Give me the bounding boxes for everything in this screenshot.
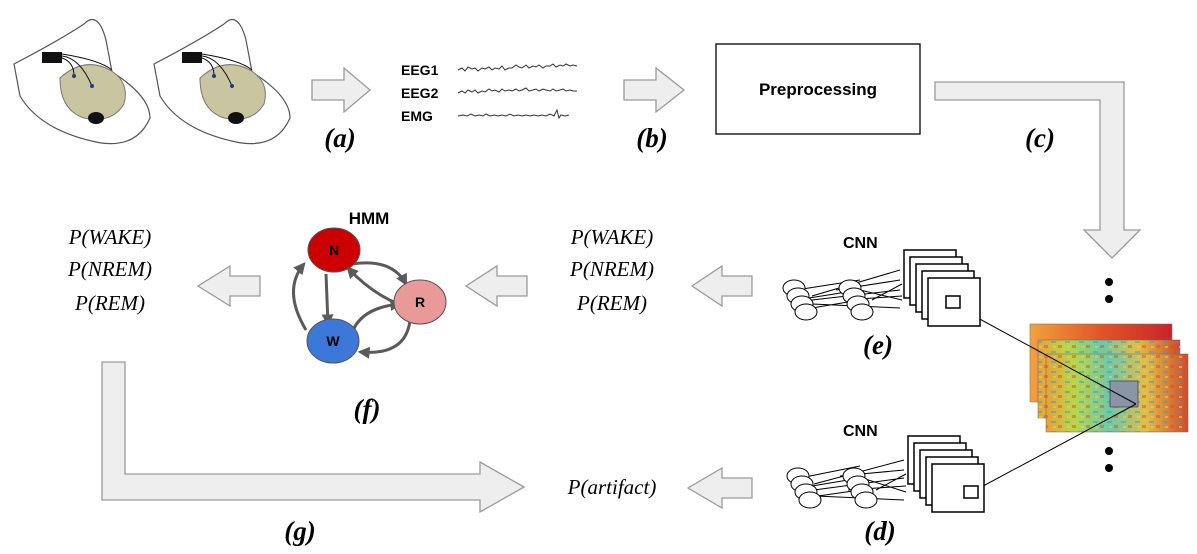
hmm-state-n (307, 227, 361, 273)
cnn-bottom (786, 435, 985, 513)
hmm-prob-rem: P(REM) (74, 291, 145, 315)
hmm-title: HMM (349, 209, 390, 228)
panel-label-e: (e) (863, 330, 893, 360)
mouse-head-2 (153, 19, 291, 145)
eeg1-trace (457, 63, 578, 72)
artifact-prob: P(artifact) (567, 475, 657, 499)
arrow-c (934, 81, 1142, 259)
preprocessing-box (715, 43, 921, 135)
cnn-top (782, 249, 981, 327)
panel-label-c: (c) (1025, 123, 1055, 153)
ellipsis-bottom (1105, 447, 1113, 472)
preprocessing-label: Preprocessing (759, 80, 877, 99)
signal-label-emg: EMG (401, 108, 433, 124)
hmm-state-r-label: R (415, 294, 425, 310)
mouse-head-1 (13, 19, 151, 145)
patch-link-top (953, 304, 1137, 405)
arrow-f-left (464, 264, 528, 308)
cnn-prob-rem: P(REM) (576, 291, 647, 315)
panel-label-f: (f) (354, 394, 381, 424)
arrow-b (623, 66, 686, 114)
cnn-prob-wake: P(WAKE) (570, 225, 654, 249)
cnn-label-top: CNN (843, 235, 878, 252)
arrow-d-left (686, 466, 753, 510)
cnn-label-bottom: CNN (843, 423, 878, 440)
arrow-hmm-left (196, 264, 261, 308)
signal-label-eeg1: EEG1 (401, 62, 439, 78)
spectrogram-stack (1029, 323, 1189, 433)
panel-label-b: (b) (636, 123, 667, 153)
panel-label-g: (g) (284, 516, 315, 546)
patch-link-bottom (971, 403, 1137, 493)
panel-label-a: (a) (324, 123, 355, 153)
ellipsis-top (1105, 278, 1113, 303)
hmm-state-n-label: N (329, 242, 339, 258)
hmm-prob-nrem: P(NREM) (67, 257, 152, 281)
hmm-state-w-label: W (326, 333, 340, 349)
signal-label-eeg2: EEG2 (401, 85, 439, 101)
arrow-g (101, 361, 526, 514)
panel-label-d: (d) (864, 516, 895, 546)
hmm-graph: N R W (292, 227, 447, 364)
cnn-prob-nrem: P(NREM) (569, 257, 654, 281)
hmm-state-w (306, 318, 360, 364)
hmm-prob-wake: P(WAKE) (68, 225, 152, 249)
emg-trace (457, 108, 570, 120)
arrow-e-left (690, 264, 753, 308)
eeg2-trace (457, 87, 577, 94)
arrow-a (311, 66, 372, 114)
hmm-state-r (393, 279, 447, 325)
